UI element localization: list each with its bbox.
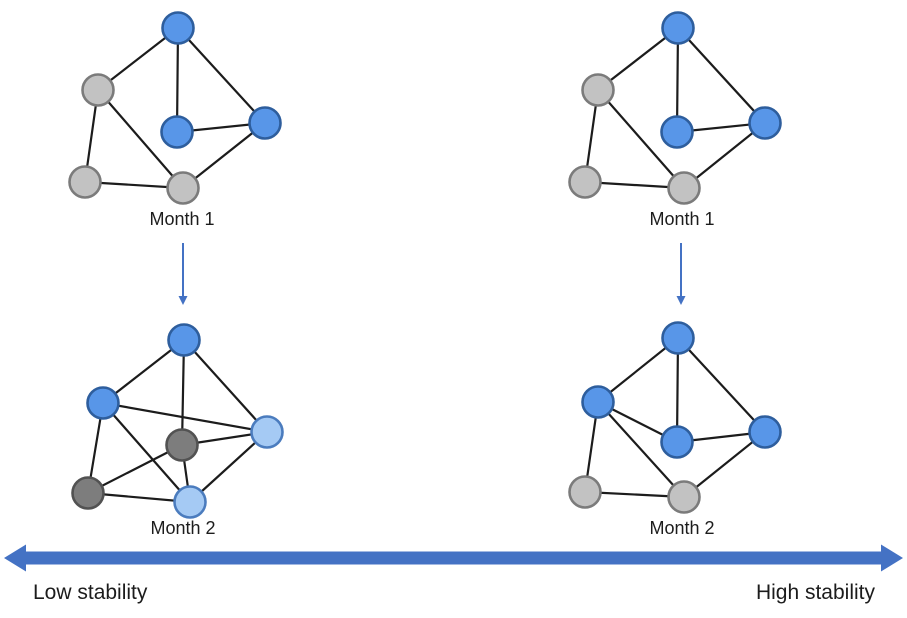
network-edge [181,121,267,190]
network-node-center-blue [660,115,694,149]
network-node-left-gray [581,73,615,107]
network-node-top-blue [161,11,195,45]
month-transition-arrow-icon [178,243,188,305]
network-node-left-blue [86,386,120,420]
network-edge [101,338,186,405]
network-edge [182,338,269,434]
network-edge [675,336,680,444]
network-node-right-blue [748,106,782,140]
network-node-left-gray [81,73,115,107]
network-edge [188,430,269,504]
low-stability-label: Low stability [33,581,148,604]
network-node-bottom_left-dark_gray [71,476,105,510]
network-node-top-blue [661,321,695,355]
network-edge [596,88,686,190]
network-node-left-blue [581,385,615,419]
network-edge [676,26,767,125]
network-node-bottom_left-gray [568,475,602,509]
high-stability-label: High stability [755,581,875,604]
network-node-bottom_center-gray [667,480,701,514]
month-label: Month 2 [150,518,215,538]
network-node-bottom_left-gray [568,165,602,199]
network-edge [175,26,180,134]
network-node-center-dark_gray [165,428,199,462]
network-edge [86,443,184,495]
month-label: Month 1 [149,209,214,229]
network-month1-low: Month 1 [68,11,282,229]
network-node-right-blue [748,415,782,449]
network-edge [101,401,192,504]
network-node-right-light_blue [250,415,284,449]
network-edge [596,26,680,92]
network-node-center-blue [160,115,194,149]
network-node-bottom_center-gray [667,171,701,205]
month-label: Month 1 [649,209,714,229]
month-transition-arrow-icon [676,243,686,305]
network-node-bottom_center-gray [166,171,200,205]
network-edge [86,491,192,504]
network-month1-high: Month 1 [568,11,782,229]
down-arrow-head-icon [676,296,686,305]
network-edge [682,121,767,190]
network-node-right-blue [248,106,282,140]
network-edge [180,338,186,447]
network-edge [596,400,686,499]
network-month2-low: Month 2 [71,323,284,538]
down-arrow-head-icon [178,296,188,305]
network-edge [676,336,767,434]
network-edge [96,88,185,190]
network-edge [675,26,680,134]
network-edge [596,336,680,404]
network-node-bottom_left-gray [68,165,102,199]
network-node-top-blue [661,11,695,45]
network-edge [96,26,180,92]
network-node-center-blue [660,425,694,459]
network-edge [101,401,269,434]
stability-axis-arrow-icon [4,544,903,572]
network-month2-high: Month 2 [568,321,782,538]
network-edge [682,430,767,499]
month-label: Month 2 [649,518,714,538]
network-node-bottom_center-light_blue [173,485,207,519]
network-edge [176,26,267,125]
network-node-top-blue [167,323,201,357]
